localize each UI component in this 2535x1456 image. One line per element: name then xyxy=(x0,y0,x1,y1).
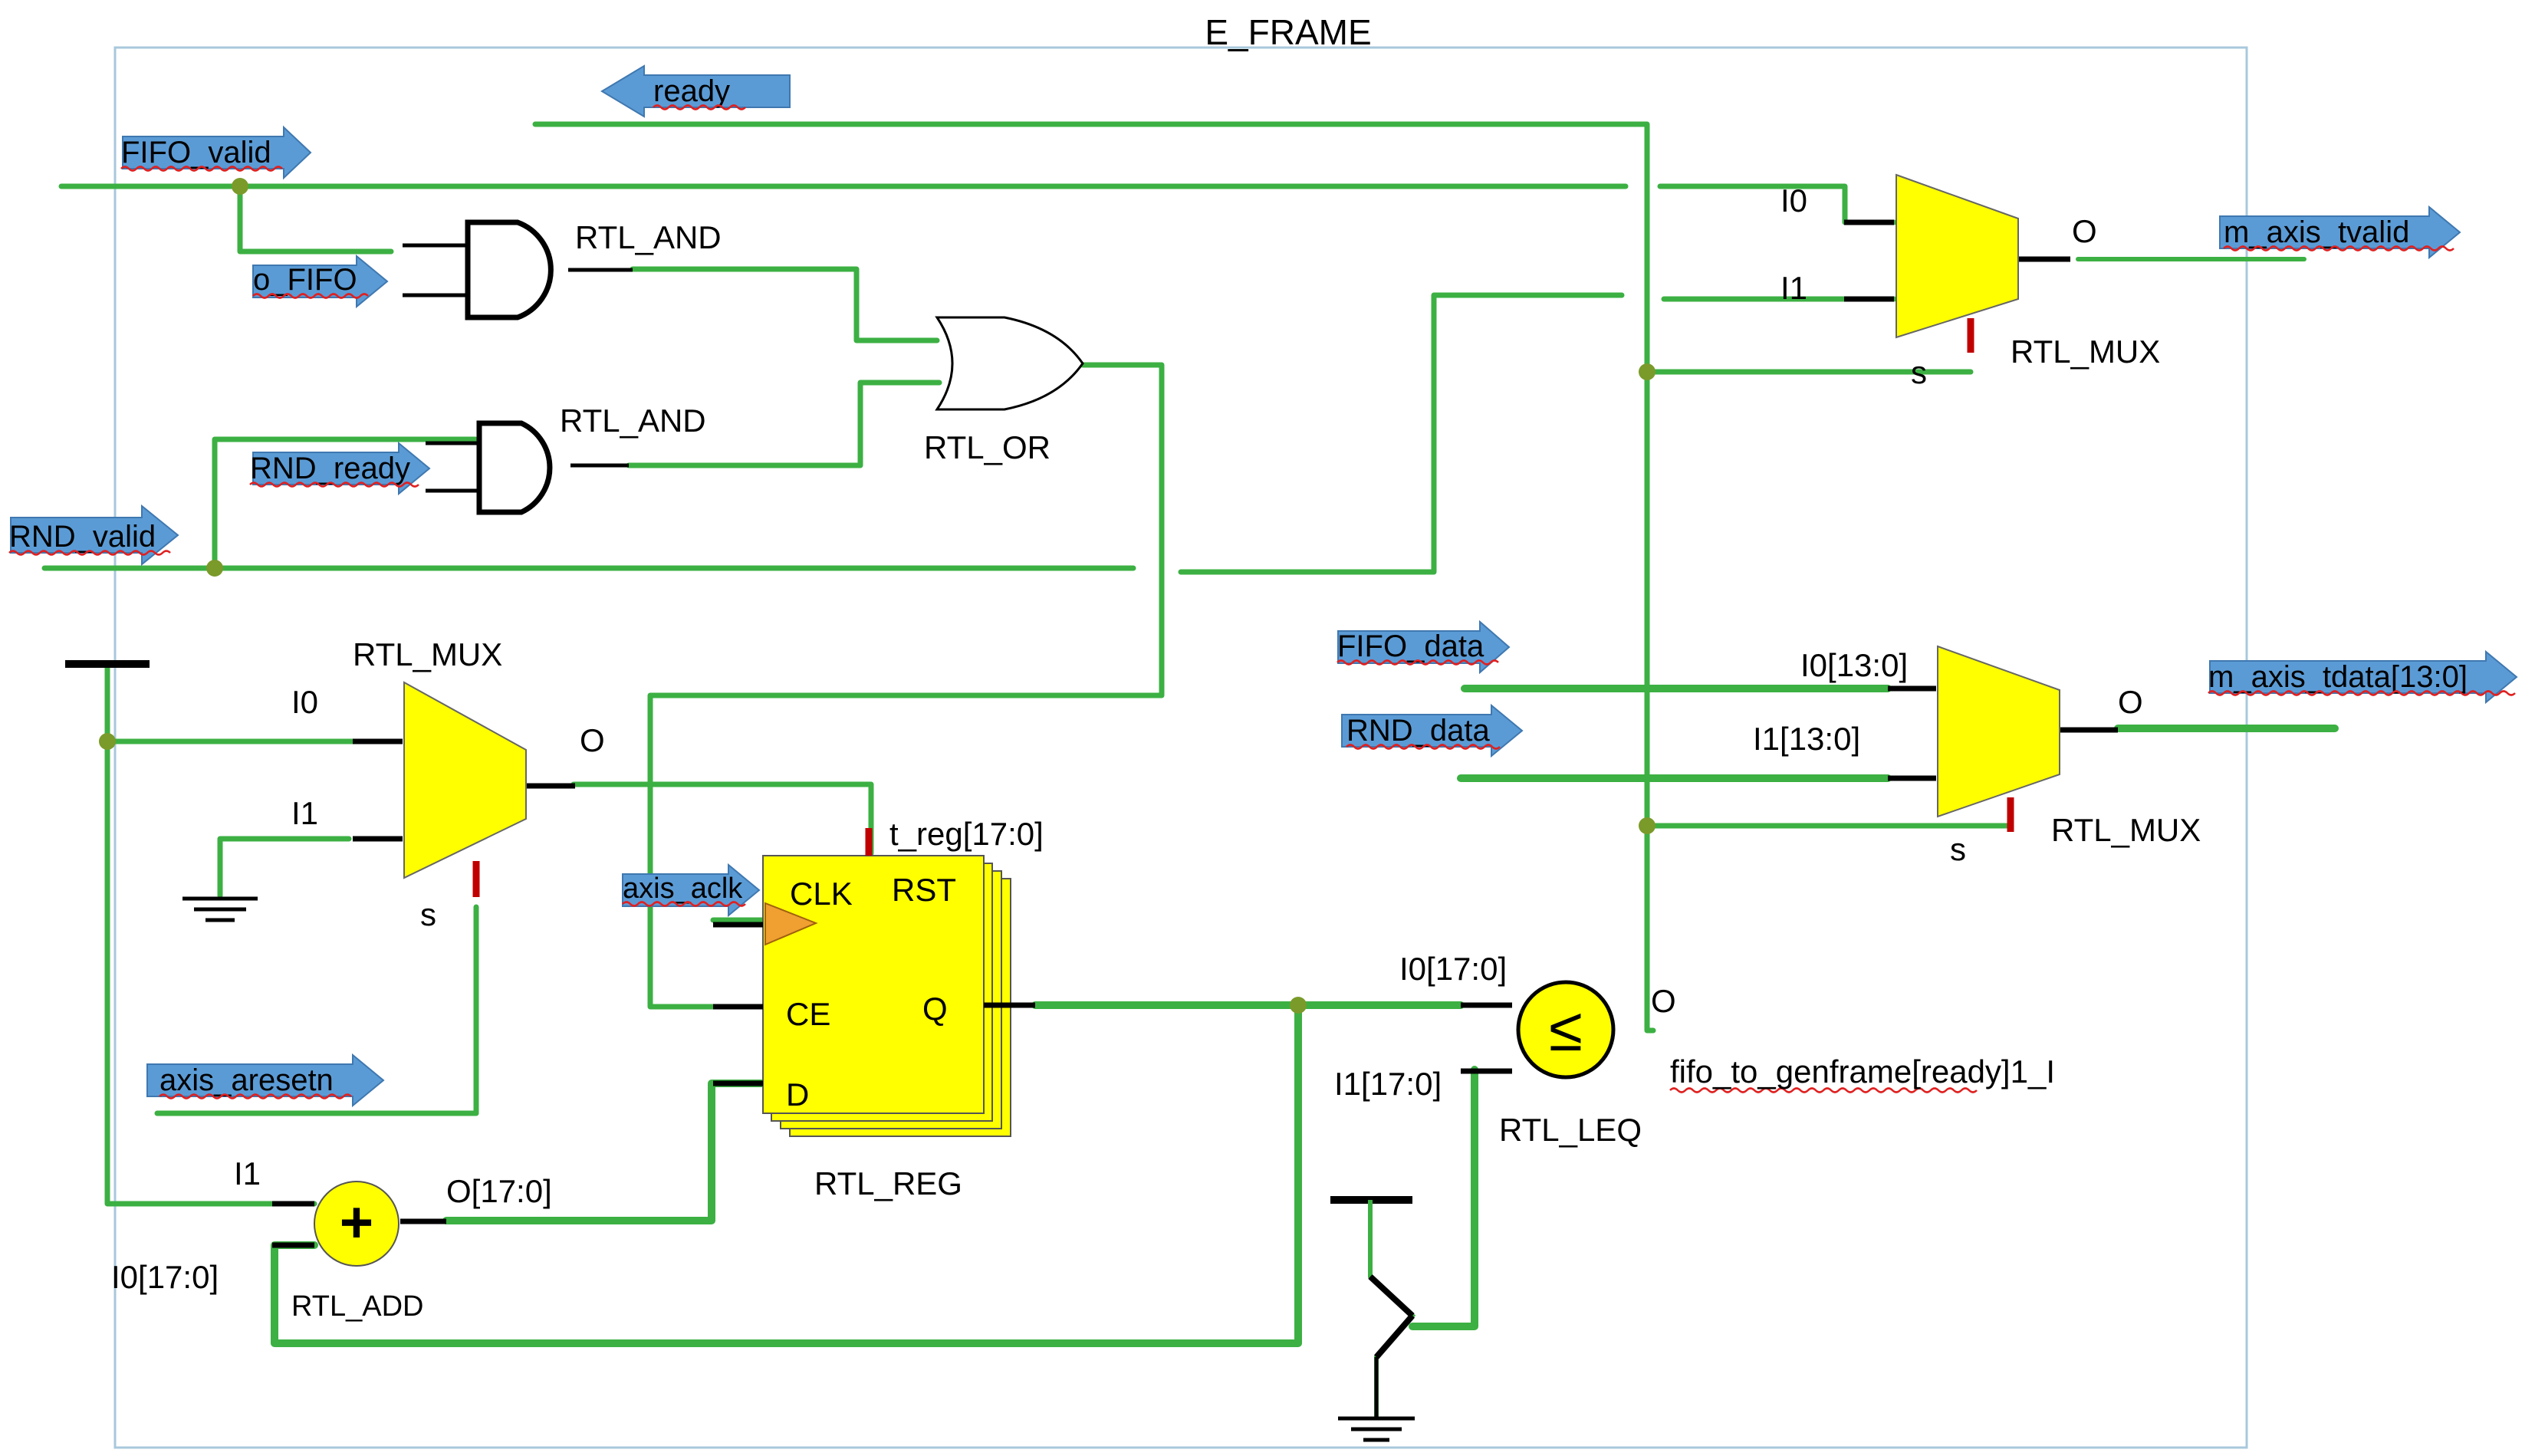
mux-top-label: RTL_MUX xyxy=(2011,334,2160,370)
rnd-ready-arrow xyxy=(252,441,431,496)
mux-left-o: O xyxy=(580,722,605,758)
reg-rst: RST xyxy=(892,872,956,908)
mux-left-label: RTL_MUX xyxy=(353,636,502,672)
m-axis-tvalid-label: m_axis_tvalid xyxy=(2224,215,2409,249)
mux-top: RTL_MUX I0 I1 O s xyxy=(1780,173,2160,390)
mux-top-s: s xyxy=(1911,354,1927,390)
mux-left-i0: I0 xyxy=(291,684,318,720)
and-gate-2: RTL_AND xyxy=(426,403,706,515)
register: t_reg[17:0] CLK RST CE Q D RTL_REG xyxy=(713,816,1044,1201)
leq-o: O xyxy=(1651,983,1676,1019)
junction-dot xyxy=(99,733,116,750)
rnd-data-arrow xyxy=(1341,703,1524,758)
mux-data-o: O xyxy=(2118,684,2143,720)
axis-aresetn-label: axis_aresetn xyxy=(159,1063,334,1097)
leq-i1: I1[17:0] xyxy=(1334,1066,1442,1102)
leq-comparator: ≤ I0[17:0] I1[17:0] O fifo_to_genframe[r… xyxy=(1334,951,2055,1148)
junction-dot xyxy=(1290,997,1307,1014)
junction-dot xyxy=(206,560,223,577)
reg-q: Q xyxy=(922,991,948,1027)
add-i1: I1 xyxy=(234,1155,261,1191)
mux-data-i0: I0[13:0] xyxy=(1800,647,1908,683)
rnd-ready-label: RND_ready xyxy=(250,452,410,485)
wire-rnd-valid-and xyxy=(212,436,478,571)
reg-ce: CE xyxy=(786,996,830,1032)
wire-fifo-valid-and xyxy=(237,183,394,255)
frame-title: E_FRAME xyxy=(1205,12,1371,52)
wire-aresetn xyxy=(154,904,479,1116)
wire-and1-or xyxy=(630,266,940,343)
add-i0: I0[17:0] xyxy=(111,1259,219,1295)
and1-label: RTL_AND xyxy=(575,219,722,255)
fifo-valid-label: FIFO_valid xyxy=(121,136,271,169)
rnd-data-label: RND_data xyxy=(1346,714,1491,748)
mux-data: RTL_MUX I0[13:0] I1[13:0] O s xyxy=(1753,645,2201,867)
leq-out-name: fifo_to_genframe[ready]1_I xyxy=(1670,1053,2055,1090)
mux-top-i0: I0 xyxy=(1780,182,1807,219)
axis-aclk-label: axis_aclk xyxy=(623,873,743,905)
junction-dot xyxy=(1639,817,1655,834)
wire-and2-or xyxy=(626,380,942,468)
mux-left: RTL_MUX I0 I1 O s xyxy=(291,636,605,932)
clk-marker xyxy=(764,902,818,946)
m-axis-tdata-label: m_axis_tdata[13:0] xyxy=(2208,660,2468,694)
m-axis-tdata-arrow xyxy=(2209,649,2518,705)
frame-border xyxy=(113,46,2248,1449)
wire-or-ce xyxy=(647,362,1165,1010)
power-symbols xyxy=(65,660,1416,1442)
or-gate: RTL_OR xyxy=(924,316,1084,465)
fifo-valid-arrow xyxy=(122,125,312,180)
ready-label: ready xyxy=(653,74,730,108)
spellcheck-underlines xyxy=(8,104,2516,1099)
and-gate-1: RTL_AND xyxy=(403,219,722,320)
leq-symbol: ≤ xyxy=(1549,995,1583,1063)
bus-gnd-leq xyxy=(1409,1066,1478,1330)
wire-ready xyxy=(532,121,1656,1034)
junction-dot xyxy=(232,178,248,195)
mux-data-label: RTL_MUX xyxy=(2051,812,2201,848)
wire-rnd-valid-right xyxy=(1178,292,1625,575)
add-label: RTL_ADD xyxy=(291,1290,423,1323)
gnd-bottom-icon xyxy=(1338,1357,1415,1442)
wire-vcc-left xyxy=(104,662,317,1207)
fifo-data-label: FIFO_data xyxy=(1337,629,1485,663)
leq-label: RTL_LEQ xyxy=(1499,1112,1642,1148)
ready-arrow xyxy=(600,64,791,118)
mux-top-i1: I1 xyxy=(1780,270,1807,306)
mux-data-i1: I1[13:0] xyxy=(1753,721,1860,757)
mux-left-s: s xyxy=(420,896,436,932)
add-symbol: + xyxy=(340,1190,373,1255)
junction-dot xyxy=(1639,363,1655,380)
wire-fifo-valid-mux xyxy=(1657,183,1897,225)
gnd-left-icon xyxy=(182,896,258,922)
and2-label: RTL_AND xyxy=(560,403,706,439)
wire-gnd-left xyxy=(217,836,352,899)
o-fifo-label: o_FIFO xyxy=(253,263,357,297)
add-o: O[17:0] xyxy=(446,1173,552,1209)
mux-left-i1: I1 xyxy=(291,795,318,831)
mux-data-s: s xyxy=(1950,831,1966,867)
mux-top-o: O xyxy=(2072,213,2097,249)
leq-i0: I0[17:0] xyxy=(1399,951,1507,987)
reg-clk: CLK xyxy=(790,876,853,912)
reg-name: t_reg[17:0] xyxy=(889,816,1044,852)
reg-d: D xyxy=(786,1076,809,1113)
port-labels: ready FIFO_valid o_FIFO RND_ready RND_va… xyxy=(9,74,2468,1097)
junctions xyxy=(99,178,1655,1014)
reg-label: RTL_REG xyxy=(814,1165,962,1201)
port-arrows xyxy=(10,64,2518,1108)
adder: + I1 I0[17:0] O[17:0] RTL_ADD xyxy=(111,1155,552,1323)
or-label: RTL_OR xyxy=(924,429,1050,465)
rnd-valid-label: RND_valid xyxy=(9,520,156,554)
wire-mux-o-rst xyxy=(570,781,874,856)
